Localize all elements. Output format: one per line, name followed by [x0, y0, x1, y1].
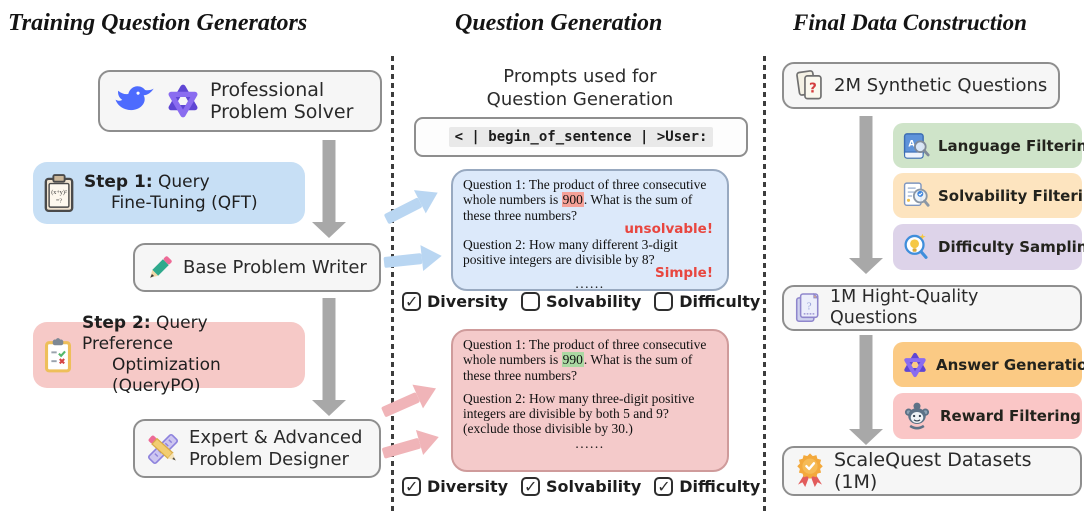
- pink-question1-text: Question 1: The product of three consecu…: [463, 337, 707, 383]
- step2-querypo-card: Step 2: Query Preference Optimization (Q…: [33, 313, 305, 396]
- synthetic-questions-label: 2M Synthetic Questions: [834, 74, 1048, 96]
- prompt-header-line2: Question Generation: [486, 88, 674, 110]
- book-magnifier-icon: A: [901, 131, 931, 161]
- monkey-icon: [901, 400, 933, 432]
- quality-questions-box: ? 1M Hight-Quality Questions: [782, 285, 1082, 331]
- language-filtering-card: A Language Filtering: [893, 123, 1084, 168]
- ellipsis-dots: ......: [575, 435, 605, 451]
- check-item-solvability: Solvability: [521, 292, 641, 311]
- final-datasets-label: ScaleQuest Datasets (1M): [834, 448, 1032, 493]
- solver-label-line2: Problem Solver: [210, 101, 354, 123]
- column-divider-right: [763, 56, 766, 514]
- blue-question2-text: Question 2: How many different 3-digit p…: [463, 236, 678, 267]
- prompt-code-text: < | begin_of_sentence | >User:: [448, 127, 714, 147]
- doc-question-icon: ?: [794, 291, 822, 325]
- checkbox-difficulty: [654, 292, 674, 311]
- base-problem-writer-box: Base Problem Writer: [133, 243, 381, 292]
- professional-problem-solver-box: Professional Problem Solver: [98, 70, 382, 132]
- synthetic-questions-box: ? 2M Synthetic Questions: [782, 62, 1060, 109]
- designer-label-line1: Expert & Advanced: [189, 427, 363, 449]
- difficulty-sampling-label: Difficulty Sampling: [938, 238, 1084, 256]
- solvability-filtering-card: Solvability Filtering: [893, 173, 1084, 218]
- check-item-difficulty: Difficulty: [654, 477, 760, 496]
- status-simple: Simple!: [654, 265, 713, 282]
- ruler-pencil-icon: [145, 431, 181, 467]
- prompt-code-box: < | begin_of_sentence | >User:: [414, 117, 748, 157]
- step2-label-line2: Optimization (QueryPO): [112, 355, 221, 397]
- language-filtering-label: Language Filtering: [938, 136, 1084, 155]
- answer-generation-label: Answer Generation: [936, 355, 1084, 374]
- checkbox-label: Diversity: [427, 477, 509, 496]
- svg-text:=?: =?: [56, 198, 62, 204]
- checkbox-label: Difficulty: [679, 292, 761, 311]
- pages-question-icon: ?: [794, 68, 826, 104]
- difficulty-sampling-card: Difficulty Sampling: [893, 224, 1084, 270]
- check-item-difficulty: Difficulty: [654, 292, 760, 311]
- pink-question2-text: Question 2: How many three-digit positiv…: [463, 390, 695, 437]
- arrow-2m-to-1m: [849, 116, 883, 274]
- qwen-logo-icon: [901, 351, 929, 379]
- answer-generation-card: Answer Generation: [893, 342, 1084, 387]
- blue-question1-text: Question 1: The product of three consecu…: [463, 177, 707, 223]
- step1-label-line2: Fine-Tuning (QFT): [111, 193, 258, 213]
- checkbox-label: Difficulty: [679, 477, 761, 496]
- check-item-diversity: Diversity: [402, 477, 508, 496]
- flow-arrow-pink-1: [378, 376, 442, 424]
- checkbox-label: Solvability: [546, 292, 642, 311]
- highlight-990: 990: [561, 352, 584, 368]
- blue-question-card: Question 1: The product of three consecu…: [451, 169, 729, 291]
- left-column-title: Training Question Generators: [8, 10, 308, 36]
- arrow-solver-to-writer: [312, 140, 346, 238]
- solver-label-line1: Professional: [210, 78, 325, 101]
- checkbox-solvability: [521, 477, 541, 496]
- check-item-diversity: Diversity: [402, 292, 508, 311]
- step2-label-line1: Step 2: Query Preference: [82, 312, 208, 354]
- step1-label-line1: Step 1: Query: [84, 171, 210, 192]
- doc-check-magnifier-icon: [901, 181, 931, 211]
- clipboard-formula-icon: (x+y)² =?: [43, 173, 75, 213]
- right-column-title: Final Data Construction: [793, 10, 1027, 35]
- writer-label: Base Problem Writer: [183, 256, 367, 278]
- svg-text:A: A: [908, 139, 915, 149]
- checkbox-solvability: [521, 292, 541, 311]
- expert-problem-designer-box: Expert & Advanced Problem Designer: [133, 419, 381, 478]
- reward-filtering-label: Reward Filtering: [940, 407, 1081, 425]
- reward-filtering-card: Reward Filtering: [893, 393, 1082, 439]
- pencil-icon: [145, 253, 175, 283]
- status-unsolvable: unsolvable!: [624, 220, 713, 237]
- checkbox-row-bottom: Diversity Solvability Difficulty: [402, 477, 760, 496]
- checkbox-diversity: [402, 477, 421, 496]
- check-item-solvability: Solvability: [521, 477, 641, 496]
- pink-question-card: Question 1: The product of three consecu…: [451, 329, 729, 472]
- prompt-header-line1: Prompts used for: [503, 66, 657, 87]
- checkbox-difficulty: [654, 477, 674, 496]
- svg-text:?: ?: [809, 80, 817, 96]
- designer-label-line2: Problem Designer: [189, 448, 349, 470]
- flow-arrow-blue-2: [383, 243, 444, 275]
- svg-text:(x+y)²: (x+y)²: [51, 189, 67, 196]
- flow-arrow-blue-1: [380, 181, 444, 230]
- arrow-writer-to-designer: [312, 298, 346, 416]
- step1-qft-card: (x+y)² =? Step 1: Query Fine-Tuning (QFT…: [33, 162, 305, 224]
- solvability-filtering-label: Solvability Filtering: [938, 186, 1084, 205]
- medal-icon: [794, 453, 826, 489]
- arrow-1m-to-final: [849, 335, 883, 445]
- checkbox-label: Diversity: [427, 292, 509, 311]
- qwen-logo-icon: [164, 82, 202, 120]
- bulb-magnifier-icon: [901, 232, 931, 262]
- column-divider-left: [391, 56, 394, 514]
- checkbox-diversity: [402, 292, 421, 311]
- svg-text:?: ?: [807, 301, 812, 313]
- flow-arrow-pink-2: [379, 424, 443, 466]
- middle-column-title: Question Generation: [455, 10, 663, 36]
- deepseek-whale-icon: [110, 83, 156, 119]
- clipboard-check-icon: [43, 336, 73, 374]
- final-datasets-box: ScaleQuest Datasets (1M): [782, 446, 1082, 496]
- checkbox-label: Solvability: [546, 477, 642, 496]
- checkbox-row-top: Diversity Solvability Difficulty: [402, 292, 760, 311]
- highlight-900: 900: [561, 192, 584, 208]
- quality-questions-label: 1M Hight-Quality Questions: [830, 287, 979, 328]
- ellipsis-dots: ......: [575, 275, 605, 291]
